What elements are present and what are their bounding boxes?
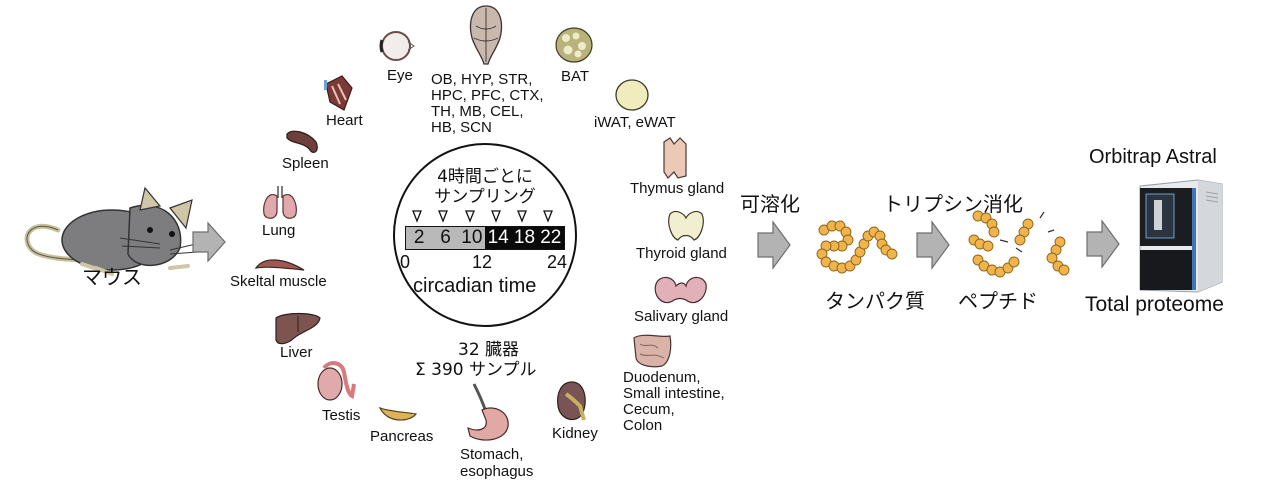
spleen-icon <box>284 128 320 156</box>
testis-icon <box>316 358 360 404</box>
flow-arrow-to-instrument <box>1086 219 1120 269</box>
organ-label-lung: Lung <box>262 222 296 239</box>
organ-label-eye: Eye <box>387 67 413 84</box>
circadian-time-bar: 2 6 10 14 18 22 <box>405 226 565 250</box>
sampling-title-line2: サンプリング <box>434 187 536 207</box>
organ-label-thyroid: Thyroid gland <box>636 245 727 262</box>
flow-arrow-trypsin <box>916 220 950 270</box>
summary-sample-count: Σ 390 サンプル <box>415 360 537 380</box>
thymus-icon <box>660 136 690 180</box>
flow-arrow-solubilization <box>757 220 791 270</box>
organ-label-brain-regions: OB, HYP, STR, HPC, PFC, CTX, TH, MB, CEL… <box>431 71 544 136</box>
intestine-icon <box>632 332 672 368</box>
organ-label-liver: Liver <box>280 344 313 361</box>
kidney-icon <box>556 380 590 424</box>
organ-label-heart: Heart <box>326 112 363 129</box>
bat-icon <box>554 26 594 64</box>
sample-time-22: 22 <box>537 227 564 249</box>
axis-tick-24: 24 <box>547 252 568 272</box>
peptide-label: ペプチド <box>958 289 1038 313</box>
protein-chain-icon <box>816 220 898 274</box>
mass-spectrometer-icon <box>1138 178 1224 296</box>
sampling-markers <box>405 210 565 224</box>
sample-time-14: 14 <box>484 227 512 249</box>
peptide-fragments-icon <box>968 210 1078 284</box>
axis-tick-0: 0 <box>400 252 411 272</box>
skeletal-muscle-icon <box>254 256 306 272</box>
eye-icon <box>378 30 415 62</box>
organ-label-testis: Testis <box>322 407 361 424</box>
organ-label-bat: BAT <box>561 68 590 85</box>
step-trypsin-label: トリプシン消化 <box>883 192 1023 216</box>
protein-label: タンパク質 <box>825 289 925 313</box>
lung-icon <box>260 184 300 222</box>
heart-icon <box>322 74 356 112</box>
flow-arrow-mouse-to-organs <box>192 221 226 263</box>
axis-tick-12: 12 <box>472 252 493 272</box>
step-solubilization-label: 可溶化 <box>740 192 800 216</box>
mouse-illustration <box>20 178 200 278</box>
output-total-proteome: Total proteome <box>1085 293 1224 316</box>
sample-time-10: 10 <box>458 227 485 249</box>
axis-label-circadian-time: circadian time <box>413 275 537 297</box>
sampling-title-line1: 4時間ごとに <box>437 167 533 187</box>
instrument-name: Orbitrap Astral <box>1089 146 1217 168</box>
mouse-label: マウス <box>82 265 142 289</box>
organ-label-stomach: Stomach, esophagus <box>460 446 534 480</box>
wat-icon <box>614 78 650 112</box>
organ-label-pancreas: Pancreas <box>370 428 434 445</box>
summary-organ-count: 32 臓器 <box>458 340 520 360</box>
pancreas-icon <box>378 406 418 424</box>
organ-label-skeletal-muscle: Skeltal muscle <box>230 273 327 290</box>
brain-icon <box>466 4 506 66</box>
organ-label-spleen: Spleen <box>282 155 329 172</box>
organ-label-salivary: Salivary gland <box>634 308 729 325</box>
organ-label-kidney: Kidney <box>552 425 598 442</box>
sample-time-18: 18 <box>511 227 538 249</box>
organ-label-wat: iWAT, eWAT <box>594 114 676 131</box>
organ-label-thymus: Thymus gland <box>630 180 725 197</box>
sampling-circle: 4時間ごとに サンプリング <box>393 143 577 327</box>
thyroid-icon <box>666 208 706 244</box>
sample-time-6: 6 <box>432 227 459 249</box>
sample-time-2: 2 <box>406 227 433 249</box>
salivary-icon <box>652 274 708 308</box>
organ-label-intestine: Duodenum, Small intestine, Cecum, Colon <box>623 369 725 434</box>
liver-icon <box>274 312 322 348</box>
stomach-icon <box>464 382 512 444</box>
